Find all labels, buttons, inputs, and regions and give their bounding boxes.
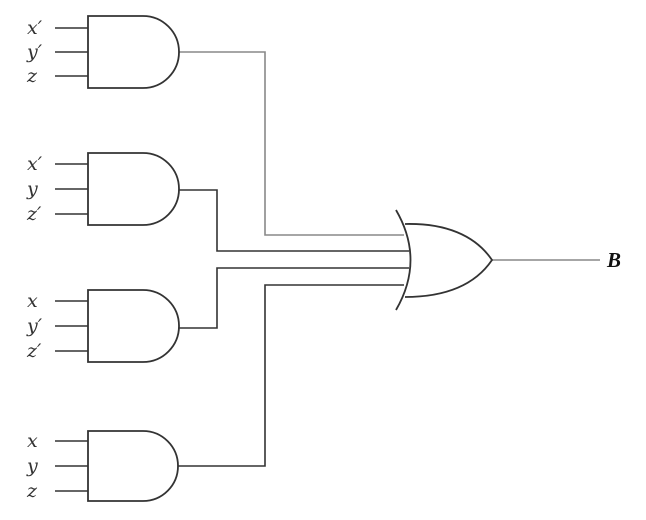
input-label: z′ xyxy=(26,203,42,225)
input-label: y xyxy=(26,178,38,200)
input-label: z xyxy=(26,480,38,502)
input-label: x xyxy=(27,290,38,312)
input-label: y xyxy=(26,455,38,477)
wire-and1-to-or xyxy=(178,51,404,236)
input-label: z xyxy=(26,65,38,87)
and-gate-2 xyxy=(55,152,180,226)
input-label: y′ xyxy=(26,41,43,63)
input-label: z′ xyxy=(26,340,42,362)
and-gate-4 xyxy=(55,430,179,502)
and-gate-3 xyxy=(55,289,180,363)
input-label: x′ xyxy=(27,153,43,175)
input-label: y′ xyxy=(26,315,43,337)
wire-and2-to-or xyxy=(178,189,409,252)
output-label: B xyxy=(606,248,621,272)
input-label: x xyxy=(27,430,38,452)
or-gate xyxy=(395,209,494,311)
wire-and3-to-or xyxy=(178,267,409,329)
wire-and4-to-or xyxy=(178,284,404,467)
input-label: x′ xyxy=(27,17,43,39)
and-gate-1 xyxy=(55,15,180,89)
